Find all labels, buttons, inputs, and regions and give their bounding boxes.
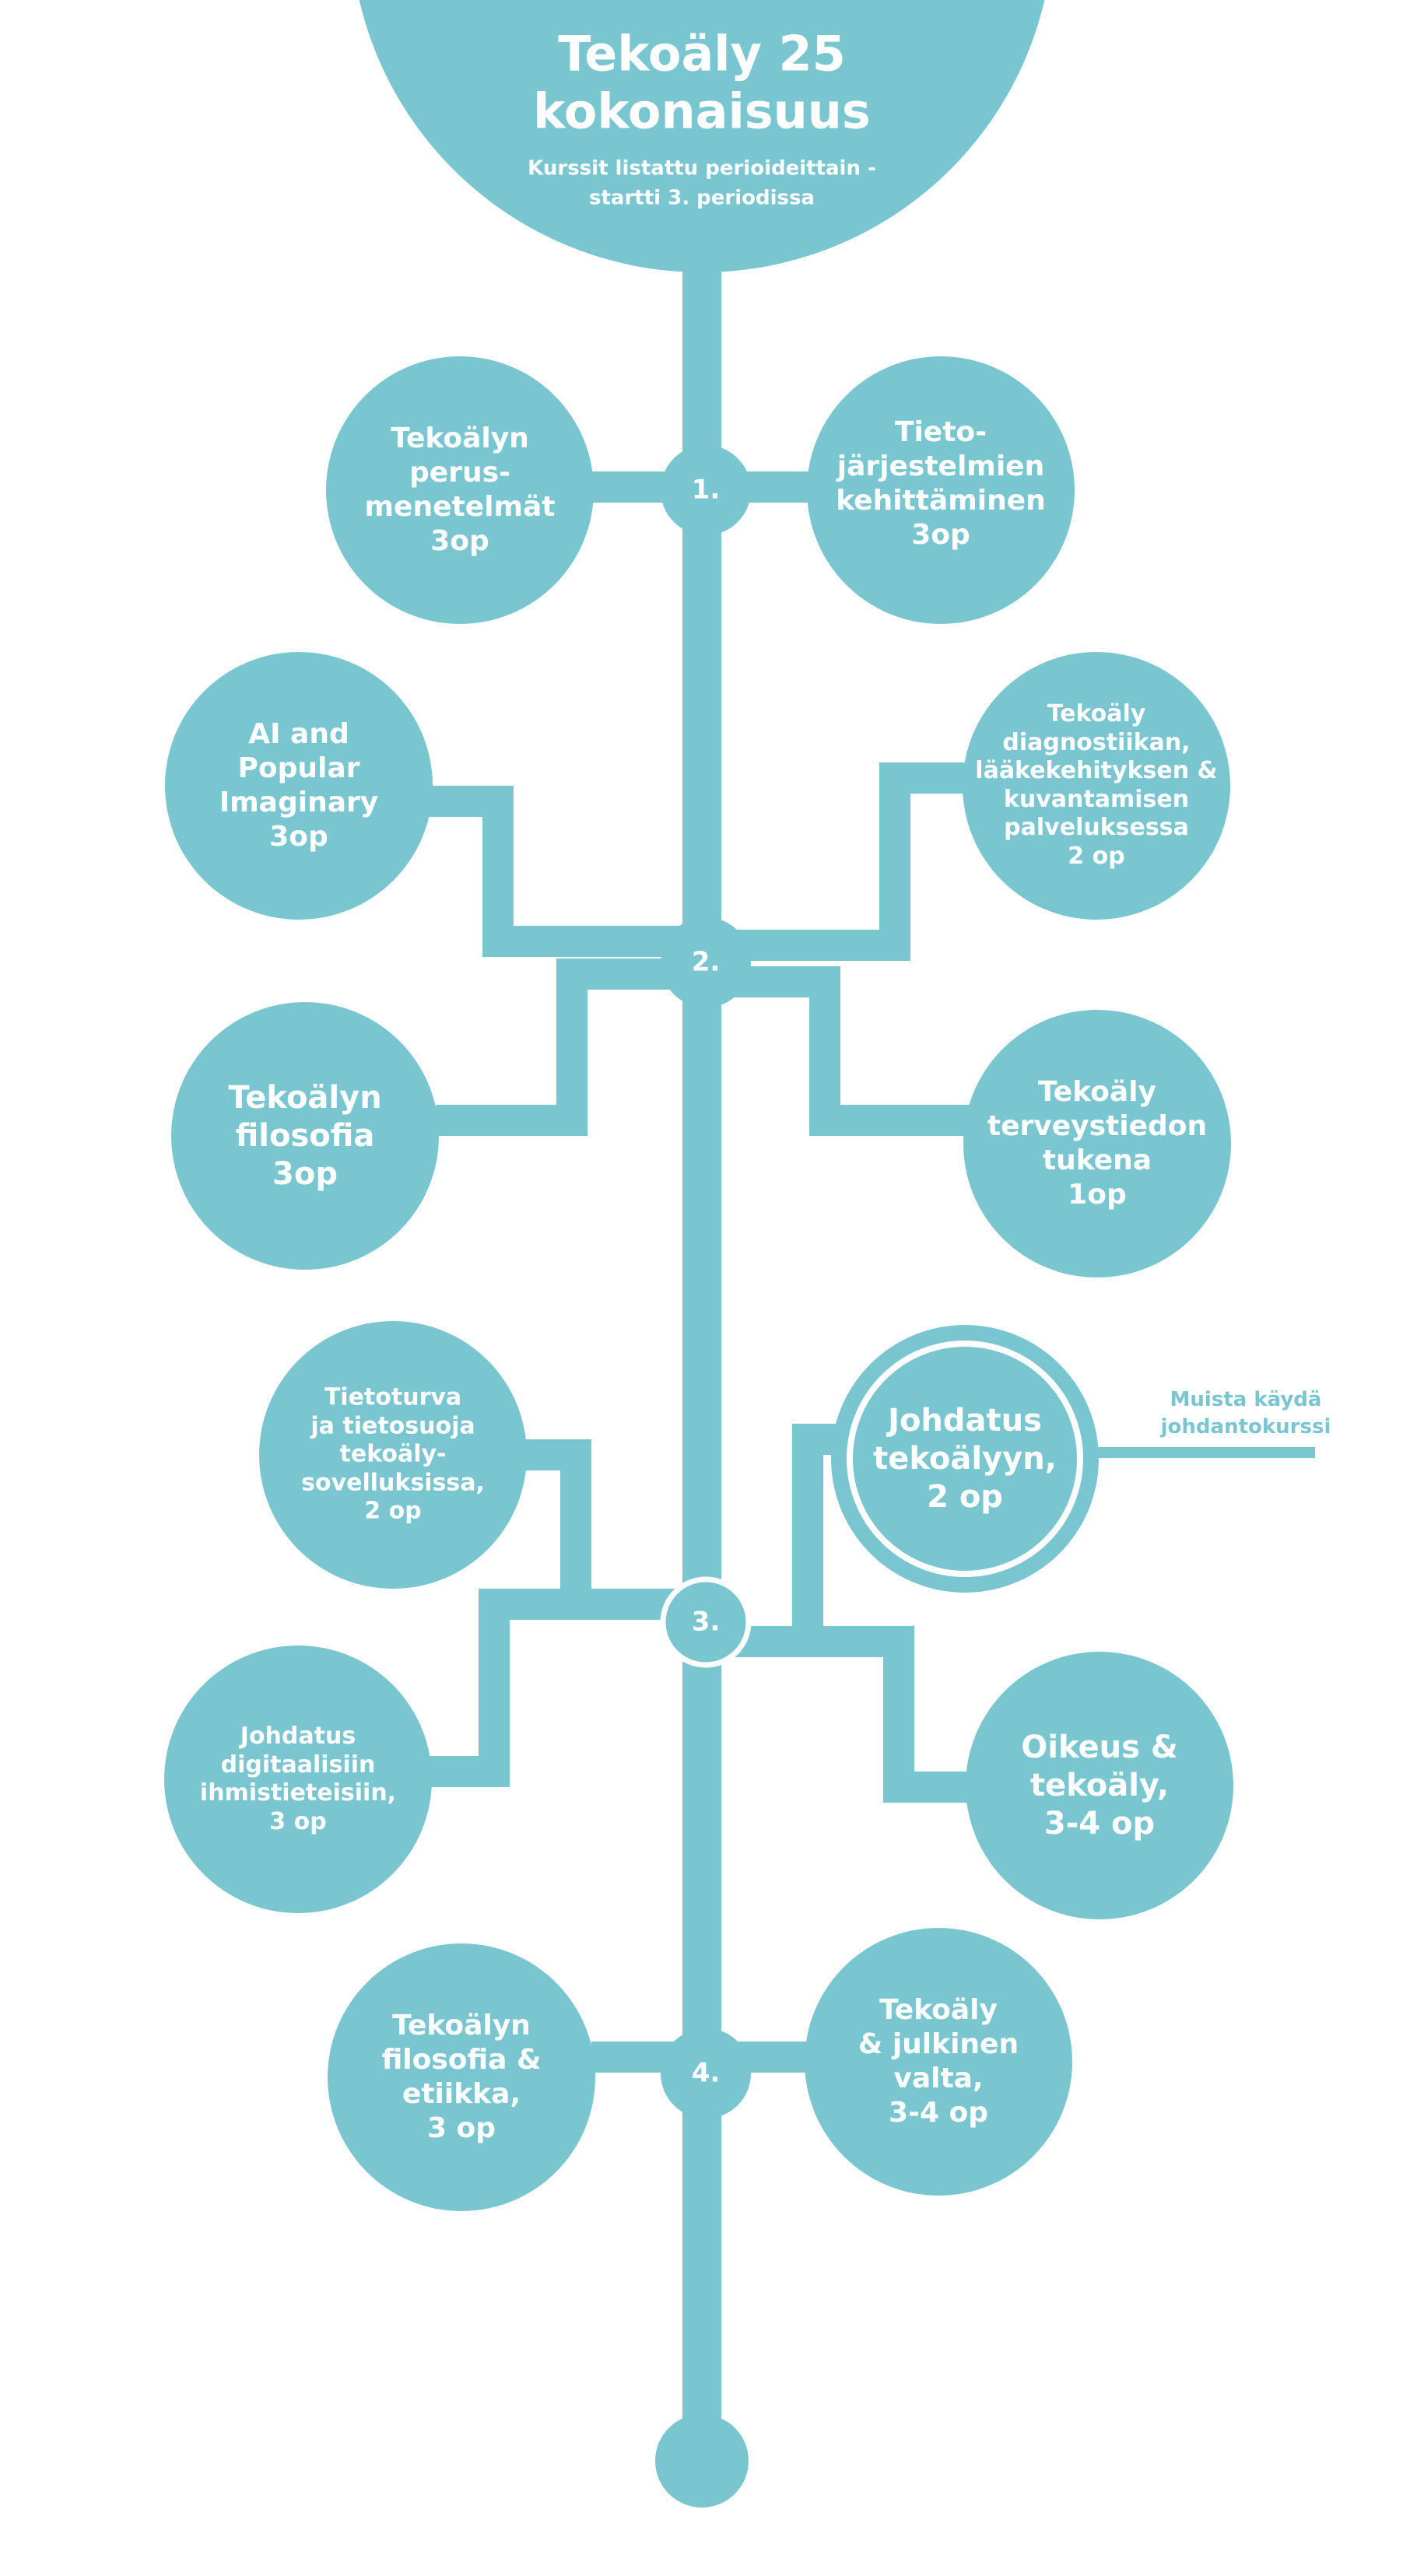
course-circle-p2-left-top [165,652,433,920]
course-tietoturva-ja-tietosuoja: Tietoturva ja tietosuoja tekoäly- sovell… [301,1383,485,1525]
connector-p2-right-bottom [702,966,973,1136]
course-circle-p3-left-top [259,1321,527,1589]
connector-p3-left-bottom [424,1589,702,1787]
course-circle-p3-right-bottom [966,1652,1233,1919]
course-tietojarjestelmien-kehittaminen: Tieto- järjestelmien kehittäminen 3op [836,416,1046,551]
period-node-3 [660,1576,752,1668]
course-circle-p2-right-top [963,652,1230,920]
period-node-1 [661,445,751,535]
connector-p2-left-top [428,786,702,957]
period-4-label: 4. [691,2057,721,2089]
connector-p2-left-bottom [436,959,702,1136]
course-oikeus-ja-tekoaly: Oikeus & tekoäly, 3-4 op [1021,1729,1178,1842]
course-tekoaly-terveystiedon-tukena: Tekoäly terveystiedon tukena 1op [987,1076,1208,1211]
connector-p3-right-bottom [702,1626,980,1803]
course-circle-p3-left-bottom [164,1645,432,1913]
course-circle-p4-left [328,1943,595,2211]
course-tekoaly-diagnostiikan: Tekoäly diagnostiikan, lääkekehityksen &… [975,700,1218,871]
period-3-label: 3. [691,1606,721,1638]
period-node-2 [661,917,751,1008]
course-circle-p2-right-bottom [963,1010,1231,1277]
course-tekoaly-ja-julkinen-valta: Tekoäly & julkinen valta, 3-4 op [858,1994,1019,2129]
period-1-label: 1. [691,474,721,506]
header-circle [359,0,1045,272]
course-johdatus-digitaalisiin-ihmistieteisiin: Johdatus digitaalisiin ihmistieteisiin, … [199,1722,397,1835]
course-circle-p1-right [807,356,1075,624]
period-2-label: 2. [691,946,721,978]
connector-p3-left-top [514,1439,702,1620]
course-tekoalyn-filosofia-ja-etiikka: Tekoälyn filosofia & etiikka, 3 op [381,2010,542,2144]
page-title: Tekoäly 25 kokonaisuus [533,25,871,140]
course-circle-p3-right-top [847,1341,1083,1577]
connector-p2-right-top [702,762,973,961]
course-circle-p1-left [326,356,594,624]
period-node-4 [661,2028,751,2119]
page-subtitle: Kurssit listattu perioideittain - startt… [528,156,876,209]
timeline-end-node [655,2414,749,2508]
reminder-note: Muista käydä johdantokurssi [1160,1387,1331,1439]
course-circle-p4-right [805,1928,1072,2196]
course-circle-p2-left-bottom [171,1002,439,1270]
course-circles [164,0,1233,2508]
course-ai-and-popular-imaginary: AI and Popular Imaginary 3op [219,718,379,853]
course-johdatus-tekoalyyn: Johdatus tekoälyyn, 2 op [873,1402,1057,1515]
course-tekoalyn-perusmenetelmat: Tekoälyn perus- menetelmät 3op [364,422,556,557]
course-tekoalyn-filosofia: Tekoälyn filosofia 3op [228,1079,382,1192]
